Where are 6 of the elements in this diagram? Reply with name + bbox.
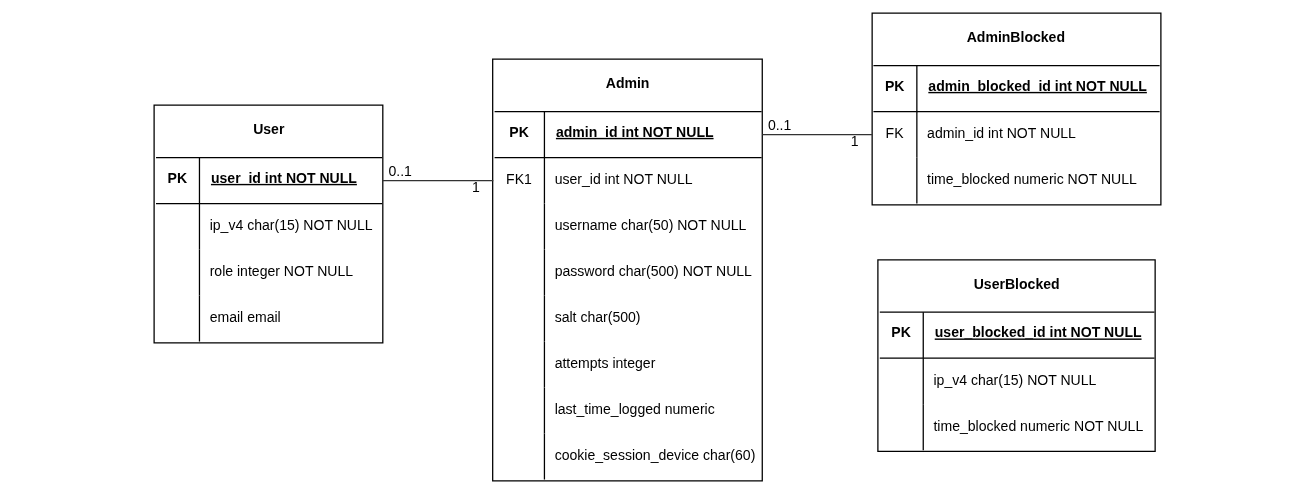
connector bbox=[382, 179, 494, 182]
label: 0..1 bbox=[767, 117, 792, 134]
label: 0..1 bbox=[388, 163, 412, 180]
connector bbox=[761, 133, 873, 136]
label: 1 bbox=[472, 179, 480, 196]
label: 1 bbox=[850, 133, 859, 150]
